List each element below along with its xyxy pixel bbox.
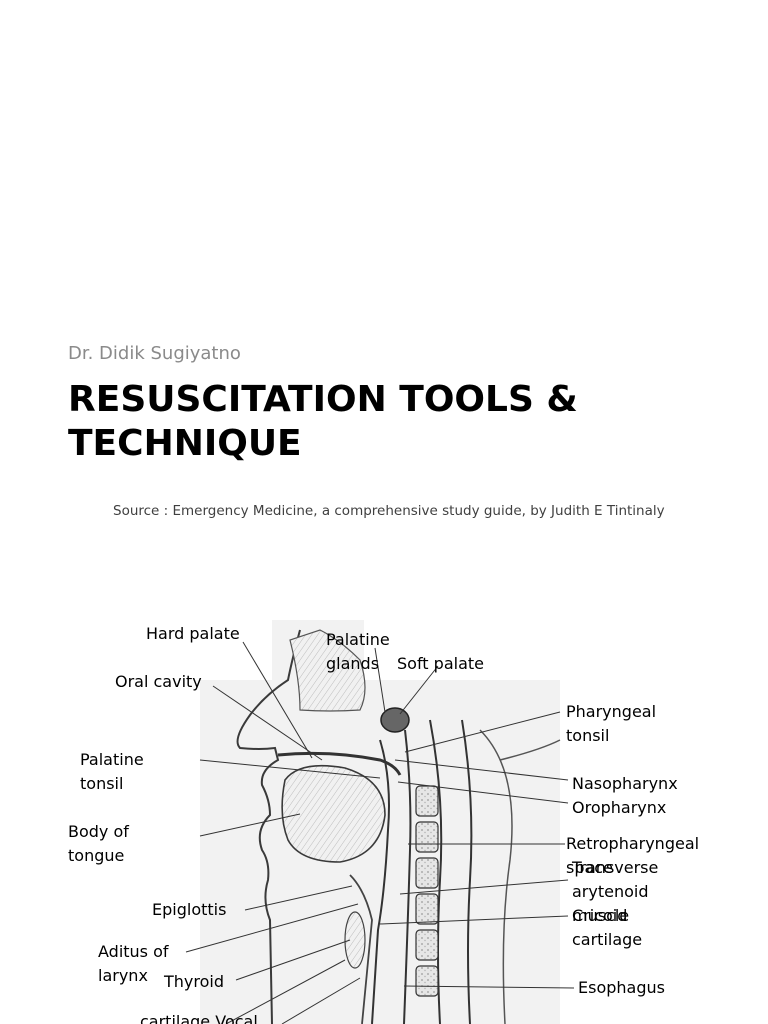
- larynx-outline: [349, 874, 373, 1024]
- slide-title: RESUSCITATION TOOLS & TECHNIQUE: [68, 378, 748, 466]
- title-line-1: RESUSCITATION TOOLS &: [68, 379, 578, 420]
- leader-lines: [185, 641, 575, 1024]
- pharynx-front-wall: [371, 739, 390, 1024]
- label-pharyngeal-tonsil: Pharyngeal tonsil: [566, 702, 657, 745]
- pharynx-back-wall: [403, 729, 412, 1024]
- label-soft-palate: Soft palate: [397, 654, 484, 673]
- author-name: Dr. Didik Sugiyatno: [68, 343, 241, 364]
- scan-background: [200, 680, 560, 1024]
- label-hard-palate: Hard palate: [146, 624, 240, 643]
- label-epiglottis: Epiglottis: [152, 900, 227, 919]
- label-palatine-glands: Palatine glands: [326, 630, 390, 673]
- label-esophagus: Esophagus: [578, 978, 665, 997]
- title-line-2: TECHNIQUE: [68, 423, 302, 464]
- tongue-shape: [281, 764, 386, 863]
- neck-back-outline: [479, 729, 513, 1024]
- label-oral-cavity: Oral cavity: [115, 672, 202, 691]
- label-retropharyngeal-space: Retropharyngeal space: [566, 834, 700, 877]
- label-cartilage-vocal: cartilage Vocal: [140, 1012, 258, 1024]
- source-citation: Source : Emergency Medicine, a comprehen…: [113, 503, 665, 519]
- label-nasopharynx: Nasopharynx: [572, 774, 678, 793]
- palate-shape: [277, 751, 402, 776]
- label-cricoid-cartilage: Cricoid cartilage: [572, 906, 643, 949]
- face-profile-outline: [236, 629, 301, 1024]
- label-body-of-tongue: Body of tongue: [68, 822, 129, 865]
- spine-back: [461, 719, 473, 1024]
- airway-anatomy-illustration: [185, 620, 575, 1024]
- label-thyroid: Thyroid: [164, 972, 224, 991]
- thyroid-cartilage-shape: [344, 911, 366, 969]
- soft-palate-shape: [380, 707, 410, 733]
- label-aditus-of-larynx: Aditus of larynx: [98, 942, 169, 985]
- airway-anatomy-figure: Hard palate Palatine glands Soft palate …: [0, 600, 768, 1024]
- nasal-cavity: [289, 629, 366, 712]
- label-transverse-arytenoid-muscle: Transverse arytenoid muscle: [572, 858, 659, 925]
- skull-base-outline: [499, 739, 561, 761]
- label-oropharynx: Oropharynx: [572, 798, 667, 817]
- label-palatine-tonsil: Palatine tonsil: [80, 750, 144, 793]
